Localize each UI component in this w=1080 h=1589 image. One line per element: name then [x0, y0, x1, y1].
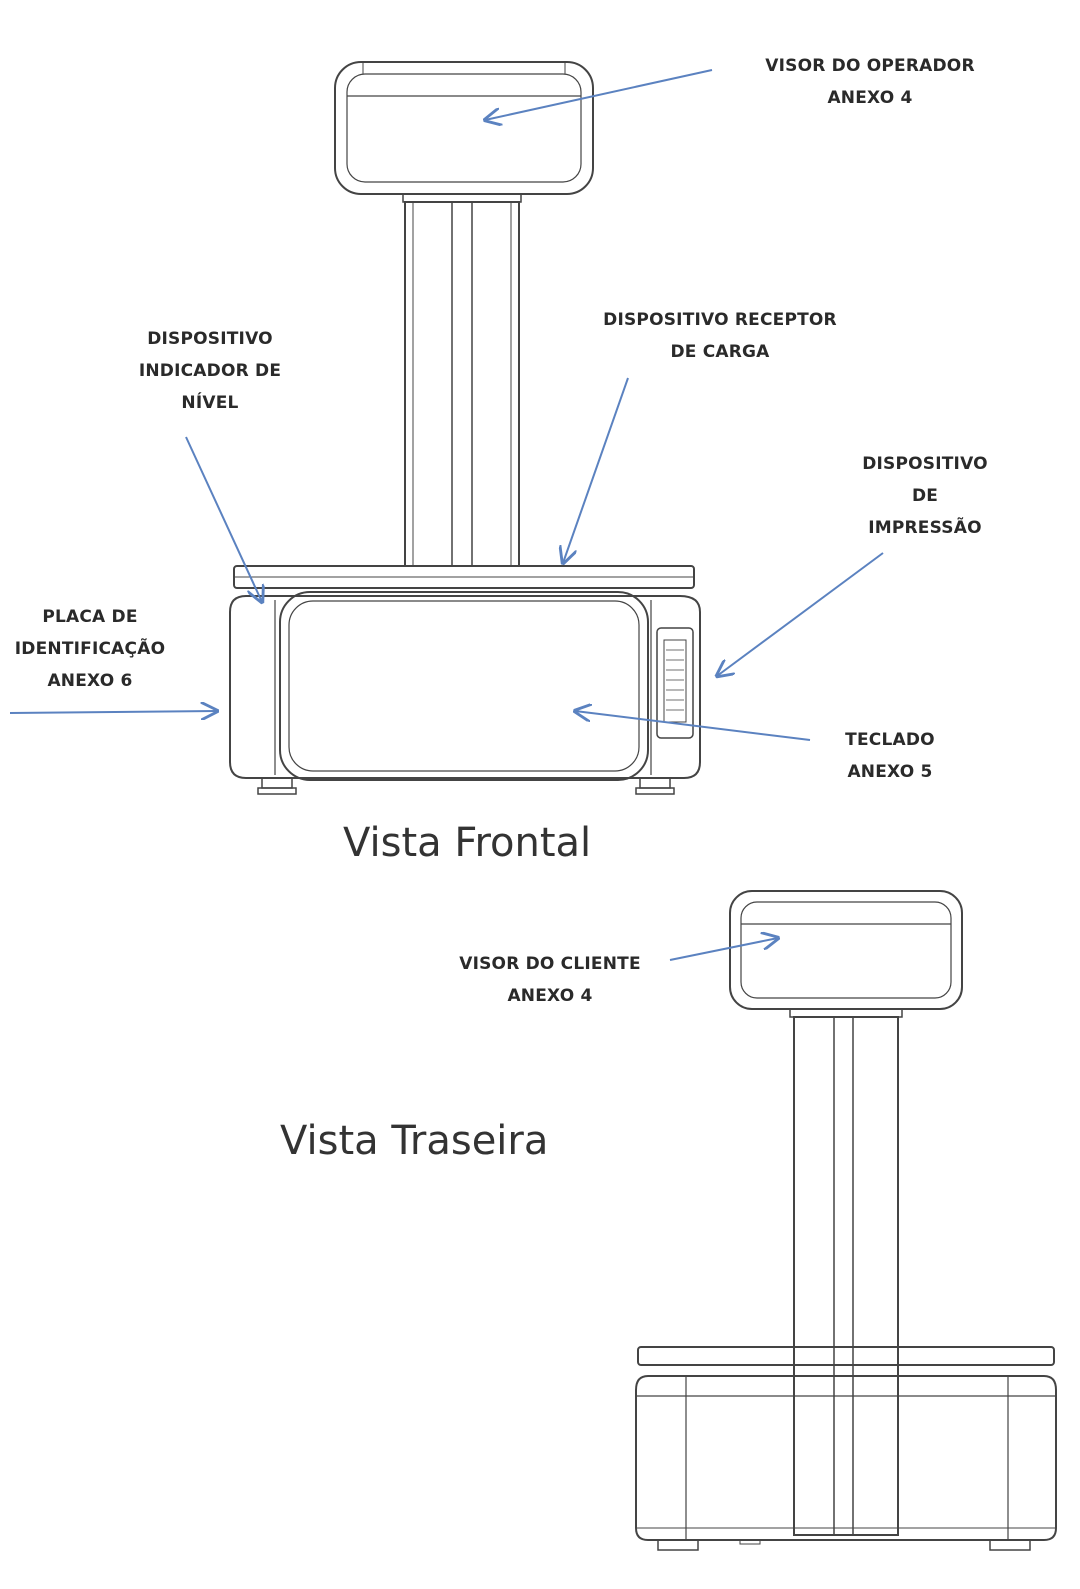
- arrow-placa: [9, 711, 217, 713]
- label-visor-cliente: VISOR DO CLIENTE ANEXO 4: [430, 948, 670, 1012]
- front-view-drawing: [229, 61, 701, 795]
- label-line: VISOR DO CLIENTE: [459, 954, 641, 974]
- label-placa: PLACA DE IDENTIFICAÇÃO ANEXO 6: [0, 601, 180, 697]
- label-line: IMPRESSÃO: [868, 518, 982, 538]
- arrow-visor-operador: [485, 69, 713, 120]
- label-line: ANEXO 4: [827, 88, 913, 108]
- label-receptor-carga: DISPOSITIVO RECEPTOR DE CARGA: [580, 304, 860, 368]
- label-line: NÍVEL: [181, 393, 239, 413]
- label-teclado: TECLADO ANEXO 5: [815, 724, 965, 788]
- customer-display: [729, 890, 963, 1010]
- label-line: DE CARGA: [670, 342, 770, 362]
- arrow-visor-cliente: [669, 938, 778, 961]
- label-impressao: DISPOSITIVO DE IMPRESSÃO: [840, 448, 1010, 544]
- label-line: IDENTIFICAÇÃO: [14, 639, 166, 659]
- rear-body: [635, 1375, 1057, 1551]
- front-body: [229, 591, 701, 795]
- rear-view-drawing: [635, 890, 1057, 1551]
- arrow-receptor-carga: [563, 377, 629, 563]
- label-line: DISPOSITIVO: [147, 329, 273, 349]
- rear-platter: [637, 1346, 1055, 1366]
- front-column: [402, 193, 522, 567]
- label-line: ANEXO 5: [847, 762, 933, 782]
- label-line: PLACA DE: [42, 607, 138, 627]
- title-vista-traseira: Vista Traseira: [280, 1118, 549, 1164]
- operator-display: [334, 61, 594, 195]
- arrow-indicador-nivel: [185, 436, 262, 602]
- rear-column: [789, 1008, 903, 1536]
- label-line: INDICADOR DE: [138, 361, 282, 381]
- arrow-impressao: [717, 552, 884, 676]
- label-indicador-nivel: DISPOSITIVO INDICADOR DE NÍVEL: [110, 323, 310, 419]
- title-vista-frontal: Vista Frontal: [343, 820, 592, 866]
- label-line: DISPOSITIVO RECEPTOR: [603, 310, 837, 330]
- label-visor-operador: VISOR DO OPERADOR ANEXO 4: [740, 50, 1000, 114]
- label-line: DE: [911, 486, 939, 506]
- label-line: DISPOSITIVO: [862, 454, 988, 474]
- label-line: ANEXO 6: [47, 671, 133, 691]
- label-line: TECLADO: [845, 730, 935, 750]
- label-line: VISOR DO OPERADOR: [765, 56, 975, 76]
- front-platter: [233, 565, 695, 589]
- label-line: ANEXO 4: [507, 986, 593, 1006]
- arrow-teclado: [575, 711, 811, 741]
